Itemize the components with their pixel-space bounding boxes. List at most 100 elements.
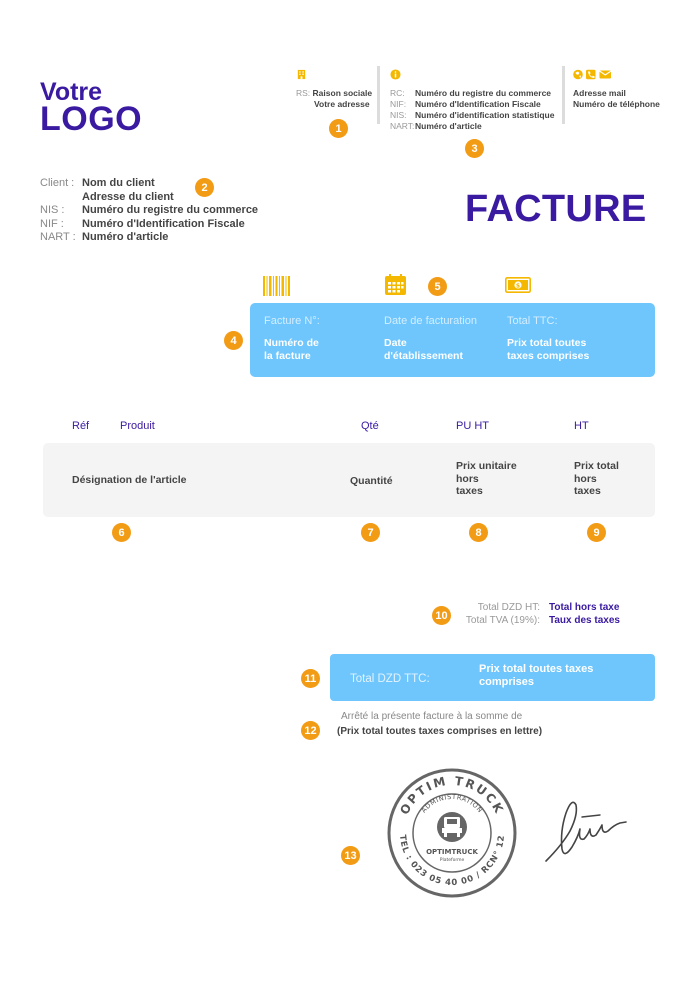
arrete-text: Arrêté la présente facture à la somme de — [341, 711, 523, 722]
header-qty: Qté — [361, 420, 379, 432]
arrete-amount: (Prix total toutes taxes comprises en le… — [337, 726, 543, 737]
row-total-ht-line: Prix total — [574, 460, 619, 472]
nif-value: Numéro d'Identification Fiscale — [415, 99, 541, 109]
invoice-number-line: la facture — [264, 350, 311, 362]
row-total-ht: Prix total hors taxes — [574, 460, 619, 498]
rc-label: RC: — [390, 88, 405, 98]
badge-10: 10 — [432, 606, 451, 625]
company-phone: Numéro de téléphone — [573, 99, 660, 109]
invoice-date-line: Date — [384, 337, 407, 349]
client-nif: Numéro d'Identification Fiscale — [82, 217, 245, 230]
badge-3: 3 — [465, 139, 484, 158]
mail-icon — [599, 70, 612, 79]
total-ttc-label: Total DZD TTC: — [350, 673, 430, 685]
badge-2: 2 — [195, 178, 214, 197]
invoice-number-line: Numéro de — [264, 337, 319, 349]
invoice-total-line: taxes comprises — [507, 350, 590, 362]
rs-label: RS: — [296, 88, 311, 98]
client-nart: Numéro d'article — [82, 231, 169, 244]
company-identity: RS: Raison sociale Votre adresse — [296, 88, 376, 110]
banknote-icon: $ — [505, 277, 531, 293]
badge-1: 1 — [329, 119, 348, 138]
invoice-total-line: Prix total toutes — [507, 337, 587, 349]
company-registry: RC: Numéro du registre du commerce NIF: Nu… — [390, 88, 560, 132]
stamp-sub: Plateforme — [440, 857, 465, 863]
nart-label: NART: — [390, 121, 415, 131]
badge-11: 11 — [301, 669, 320, 688]
separator — [377, 66, 380, 124]
badge-12: 12 — [301, 721, 320, 740]
stamp-brand: OPTIMTRUCK — [426, 848, 478, 856]
total-ht-value: Total hors taxe — [549, 602, 620, 613]
invoice-date-line: d'établissement — [384, 350, 463, 362]
barcode-icon — [263, 276, 290, 296]
stamp-top-text: OPTIM TRUCK — [397, 774, 507, 817]
invoice-title: FACTURE — [465, 188, 647, 230]
signature — [545, 801, 627, 862]
company-email: Adresse mail — [573, 88, 626, 98]
client-label: Client : — [40, 177, 75, 189]
badge-8: 8 — [469, 523, 488, 542]
phone-icon — [586, 69, 596, 80]
client-nis: Numéro du registre du commerce — [82, 204, 259, 217]
row-designation: Désignation de l'article — [72, 474, 187, 486]
total-tva-label: Total TVA (19%): — [465, 615, 540, 626]
globe-icon — [573, 69, 583, 80]
stamp-ribbon: ADMINISTRATION — [420, 793, 485, 815]
badge-4: 4 — [224, 331, 243, 350]
nis-label: NIS: — [390, 110, 407, 120]
badge-5: 5 — [428, 277, 447, 296]
client-nis-label: NIS : — [40, 204, 65, 217]
header-product: Produit — [120, 420, 155, 432]
total-ttc-line: Prix total toutes taxes — [479, 663, 594, 675]
invoice-date-label: Date de facturation — [384, 315, 477, 327]
separator — [562, 66, 565, 124]
nif-label: NIF: — [390, 99, 407, 109]
badge-7: 7 — [361, 523, 380, 542]
svg-text:$: $ — [516, 282, 520, 289]
row-unit-price-line: Prix unitaire — [456, 460, 517, 472]
badge-6: 6 — [112, 523, 131, 542]
badge-13: 13 — [341, 846, 360, 865]
total-ttc-value: Prix total toutes taxes comprises — [479, 663, 593, 689]
client-nart-label: NART : — [40, 231, 76, 244]
calendar-icon — [385, 274, 406, 295]
table-row: Désignation de l'article Quantité Prix u… — [43, 443, 655, 517]
header-pu-ht: PU HT — [456, 420, 489, 432]
client-block: Client :Nom du client Adresse du client … — [40, 177, 300, 245]
total-ttc-line: comprises — [479, 676, 535, 688]
invoice-total-value: Prix total toutes taxes comprises — [507, 337, 589, 363]
company-address: Votre adresse — [314, 99, 370, 109]
logo-text: LOGO — [40, 100, 143, 138]
header-ht: HT — [574, 420, 589, 432]
total-ttc-box: Total DZD TTC: Prix total toutes taxes c… — [330, 654, 655, 701]
row-total-ht-line: taxes — [574, 485, 601, 497]
truck-icon — [442, 817, 462, 837]
invoice-date-value: Date d'établissement — [384, 337, 463, 363]
invoice-info-box: Facture N°: Numéro de la facture Date de… — [250, 303, 655, 377]
info-icon — [390, 69, 401, 80]
company-contact: Adresse mail Numéro de téléphone — [573, 88, 683, 110]
client-name: Nom du client — [82, 177, 155, 189]
company-stamp: OPTIM TRUCK TEL : 023 05 40 00 / RCN° 12… — [387, 768, 517, 898]
row-unit-price: Prix unitaire hors taxes — [456, 460, 517, 498]
invoice-number-value: Numéro de la facture — [264, 337, 319, 363]
rs-value: Raison sociale — [312, 88, 373, 98]
invoice-number-label: Facture N°: — [264, 315, 320, 327]
building-icon — [297, 69, 306, 80]
invoice-total-label: Total TTC: — [507, 315, 558, 327]
rc-value: Numéro du registre du commerce — [415, 88, 552, 98]
header-ref: Réf — [72, 420, 90, 432]
contact-icons — [573, 69, 612, 80]
row-unit-price-line: hors — [456, 472, 479, 485]
row-quantity: Quantité — [350, 475, 393, 487]
row-unit-price-line: taxes — [456, 485, 483, 497]
nis-value: Numéro d'identification statistique — [415, 110, 555, 120]
total-tva-value: Taux des taxes — [549, 615, 620, 626]
client-nif-label: NIF : — [40, 217, 64, 230]
badge-9: 9 — [587, 523, 606, 542]
logo-votre: Votre — [40, 78, 103, 106]
total-ht-label: Total DZD HT: — [477, 602, 540, 613]
client-address: Adresse du client — [82, 190, 174, 203]
nart-value: Numéro d'article — [415, 121, 482, 131]
